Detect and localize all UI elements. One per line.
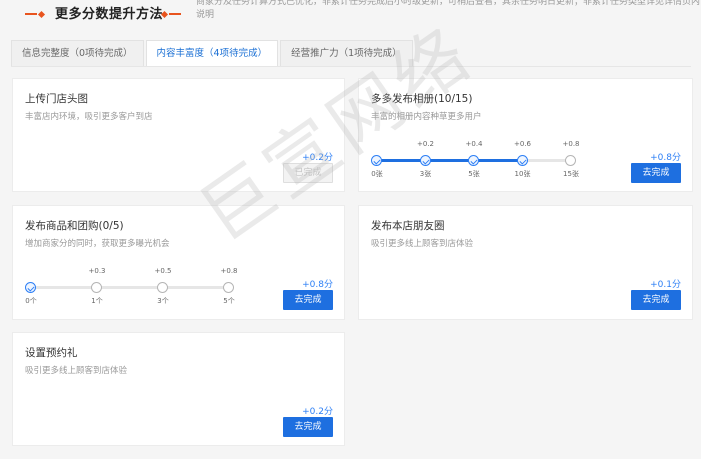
step-label: 0张: [371, 170, 383, 178]
section-title: 更多分数提升方法: [55, 7, 164, 22]
step-points: +0.8: [220, 267, 238, 275]
points-label: +0.2分: [302, 153, 333, 163]
completed-button: 已完成: [283, 163, 333, 183]
go-complete-button[interactable]: 去完成: [283, 417, 333, 437]
step-label: 3张: [419, 170, 432, 178]
step-label: 5张: [468, 170, 480, 178]
step-points: +0.4: [465, 140, 483, 148]
progress-track: [30, 286, 228, 289]
step-points: +0.5: [154, 267, 172, 275]
points-label: +0.2分: [302, 407, 333, 417]
tab-divider: [11, 66, 691, 67]
task-card-store-moments: 发布本店朋友圈 吸引更多线上顾客到店体验 +0.1分 去完成: [358, 205, 693, 320]
step-label: 5个: [223, 297, 235, 305]
task-card-reservation-gift: 设置预约礼 吸引更多线上顾客到店体验 +0.2分 去完成: [12, 332, 345, 446]
step-label: 3个: [157, 297, 169, 305]
step-pending-circle-icon: [565, 155, 576, 166]
tab-bar: 信息完整度（0项待完成） 内容丰富度（4项待完成） 经营推广力（1项待完成）: [11, 40, 415, 66]
step-pending-circle-icon: [157, 282, 168, 293]
card-title: 发布本店朋友圈: [371, 220, 445, 232]
title-decoration-left: [25, 6, 46, 22]
step-done-check-icon: [468, 155, 479, 166]
step-done-check-icon: [371, 155, 382, 166]
points-label: +0.1分: [650, 280, 681, 290]
go-complete-button[interactable]: 去完成: [631, 163, 681, 183]
task-card-publish-goods: 发布商品和团购(0/5) 增加商家分的同时，获取更多曝光机会 0个 +0.3 1个 +…: [12, 205, 345, 320]
step-label: 10张: [514, 170, 531, 178]
step-done-check-icon: [419, 155, 431, 166]
card-title: 发布商品和团购(0/5): [25, 220, 124, 232]
step-label: 1个: [91, 297, 103, 305]
title-decoration-right: [160, 6, 181, 22]
tab-business-promotion[interactable]: 经营推广力（1项待完成）: [280, 40, 413, 66]
step-done-check-icon: [25, 282, 36, 293]
step-label: 15张: [563, 170, 579, 178]
task-card-publish-album: 多多发布相册(10/15) 丰富的相册内容种草更多用户 0张 +0.2 3张 +0.4…: [358, 78, 693, 192]
go-complete-button[interactable]: 去完成: [631, 290, 681, 310]
card-title: 多多发布相册(10/15): [371, 93, 473, 105]
card-title: 设置预约礼: [25, 347, 78, 359]
tab-content-richness[interactable]: 内容丰富度（4项待完成）: [145, 40, 279, 66]
card-description: 丰富店内环境，吸引更多客户到店: [25, 112, 153, 122]
card-description: 增加商家分的同时，获取更多曝光机会: [25, 239, 170, 249]
progress-fill: [376, 159, 522, 162]
task-card-store-header-image: 上传门店头图 丰富店内环境，吸引更多客户到店 +0.2分 已完成: [12, 78, 345, 192]
points-label: +0.8分: [302, 280, 333, 290]
step-pending-circle-icon: [223, 282, 234, 293]
card-description: 丰富的相册内容种草更多用户: [371, 112, 482, 122]
points-label: +0.8分: [650, 153, 681, 163]
album-progress: 0张 +0.2 3张 +0.4 5张 +0.6 10张 +0.8 15张: [371, 139, 580, 185]
step-points: +0.3: [88, 267, 106, 275]
goods-progress: 0个 +0.3 1个 +0.5 3个 +0.8 5个: [25, 266, 238, 312]
step-points: +0.8: [562, 140, 580, 148]
card-title: 上传门店头图: [25, 93, 88, 105]
go-complete-button[interactable]: 去完成: [283, 290, 333, 310]
tab-info-completeness[interactable]: 信息完整度（0项待完成）: [11, 40, 144, 66]
card-description: 吸引更多线上顾客到店体验: [25, 366, 128, 376]
step-done-check-icon: [516, 155, 528, 166]
update-note: 商家分及任务计算方式已优化，非累计任务完成后小时级更新，可稍后查看，其余任务明日…: [196, 0, 701, 20]
card-description: 吸引更多线上顾客到店体验: [371, 239, 474, 249]
step-pending-circle-icon: [91, 282, 102, 293]
step-points: +0.6: [514, 140, 531, 148]
section-header: 更多分数提升方法 商家分及任务计算方式已优化，非累计任务完成后小时级更新，可稍后…: [0, 0, 701, 34]
step-label: 0个: [25, 297, 37, 305]
step-points: +0.2: [417, 140, 434, 148]
